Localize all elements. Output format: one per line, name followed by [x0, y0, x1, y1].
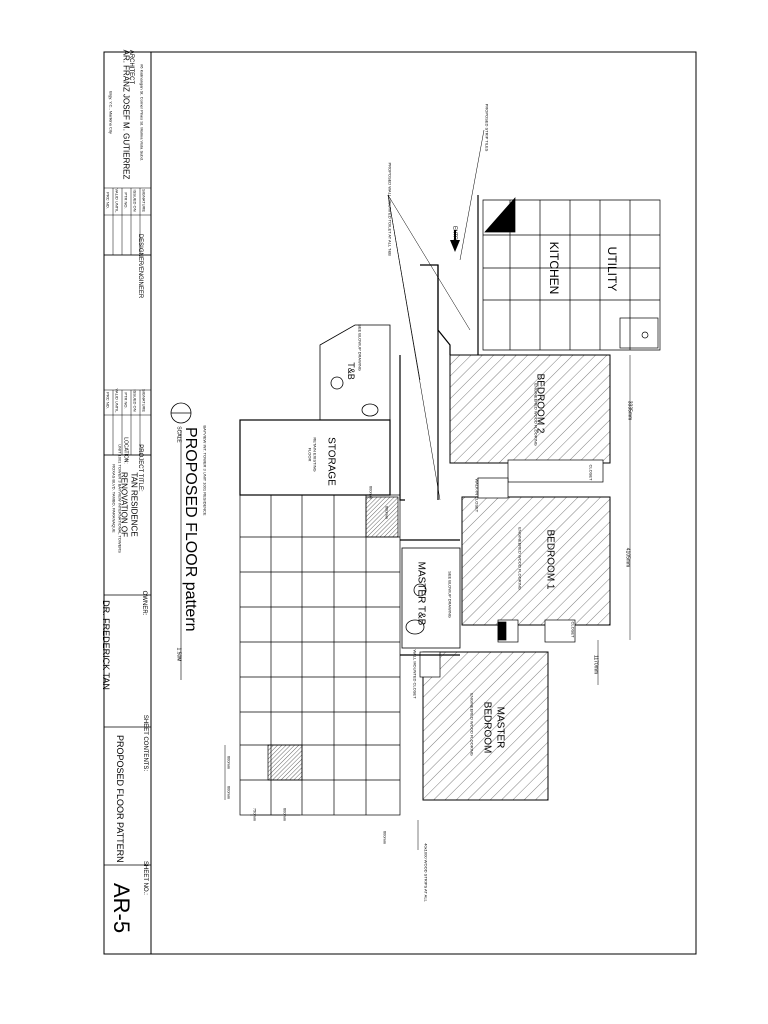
architect-name: AR. FRANZ JOSEF M. GUTIERREZ	[121, 49, 131, 180]
scale-label: SCALE	[175, 426, 182, 443]
storage-flooring-1: RETAIN EXISTING	[312, 437, 318, 472]
location-label: LOCATION:	[122, 437, 129, 464]
issued-on-label-1: ISSUED ON	[132, 189, 138, 212]
sheet-contents-label: SHEET CONTENTS:	[142, 714, 148, 772]
architect-address-2: Brgy. Y.C., Marikina City	[108, 91, 114, 134]
note-wall-toilet: PROPOSED WALL-MOUNTED TOILET AT ALL T&B	[387, 162, 393, 256]
bedroom-2-flooring: ENGINEERED WOOD FLOORING	[533, 383, 539, 446]
tb-label: T&B	[346, 362, 356, 380]
storage-flooring-2: FLOOR	[307, 447, 313, 462]
sheet-border	[103, 51, 697, 955]
walkin-closet-label: WALK-IN CLOSET	[474, 478, 480, 513]
sheet-no: AR-5	[109, 882, 134, 934]
master-bedroom-floor	[422, 651, 549, 801]
entry-arrow	[450, 240, 460, 252]
owner-name: DR. FREDERICK TAN	[101, 600, 111, 690]
valid-until-label-1: VALID UNTIL	[114, 188, 120, 213]
closet-label-1: CLOSET	[588, 464, 594, 481]
note-strip-tiles: PROPOSED STRIP TILES	[484, 103, 490, 152]
master-tb-note: SEE BLOWUP DRAWING	[447, 571, 453, 618]
drawing-subtitle: BAYVIEW INT. TOWER 3 UNIT 1001 RESIDENCE	[202, 425, 208, 516]
sheet-no-label: SHEET NO.:	[142, 861, 148, 895]
prc-no-label-1: PRC NO.	[105, 192, 111, 209]
leader-lines	[387, 129, 485, 850]
dim-600-d: 600mm	[226, 785, 232, 800]
wall-mounted-closet-label: WALL MOUNTED CLOSET	[412, 649, 418, 699]
bedroom-1-floor	[461, 496, 611, 626]
scale-value: 1:50M	[175, 647, 182, 662]
prc-table-engineer	[103, 389, 152, 456]
signature-label-1: SIGNATURE	[141, 188, 147, 213]
owner-label: OWNER:	[141, 590, 147, 616]
prc-table-architect	[103, 187, 152, 256]
dim-750: 750mm	[252, 807, 258, 822]
dimension-lines	[224, 355, 631, 816]
project-title-2: TAN RESIDENCE	[129, 472, 139, 537]
dim-1170: 1170mm	[592, 654, 599, 675]
sheet-contents: PROPOSED FLOOR PATTERN	[115, 735, 125, 863]
engineer-label: DESIGNER/ENGINEER	[137, 233, 143, 299]
dim-600-f: 600mm	[382, 830, 388, 845]
storage-label: STORAGE	[325, 437, 337, 486]
closets	[419, 459, 604, 678]
master-tb-room	[401, 547, 461, 649]
living-tiles	[239, 494, 401, 816]
closet-label-2: CLOSET	[570, 621, 576, 638]
master-bedroom-label: BEDROOM	[481, 701, 493, 754]
master-tb-label: MASTER T&B	[415, 561, 427, 626]
entry-label: ENTRY	[451, 226, 458, 243]
utility-label: UTILITY	[605, 246, 619, 292]
location-1: UNIT 1001 TOWER 3 BAYVIEW INTERNATIONAL …	[117, 444, 123, 553]
note-wood-strips: 40x1000 WOOD STRIPS AT ALL	[423, 843, 429, 902]
location-2: ROXAS BLVD. TAMBO, PARANAQUE	[111, 464, 117, 533]
drawing-title: PROPOSED FLOOR pattern	[182, 427, 199, 632]
architect-address-1: #6 Kalinangan St. Corner Pines St. Marin…	[139, 64, 145, 161]
master-label: MASTER	[494, 706, 506, 749]
prc-no-label-2: PRC NO.	[105, 392, 111, 409]
valid-until-label-2: VALID UNTIL	[114, 388, 120, 413]
issued-on-label-2: ISSUED ON	[132, 389, 138, 412]
bedroom-2-floor	[449, 354, 611, 464]
kitchen-label: KITCHEN	[547, 241, 561, 295]
dim-3335: 3335mm	[626, 400, 633, 421]
kitchen-area	[482, 197, 661, 351]
bedroom-1-label: BEDROOM 1	[544, 529, 556, 590]
tb-note: SEE BLOWUP DRAWING	[357, 324, 363, 371]
ptr-no-label-2: PTR NO.	[123, 392, 129, 409]
bedroom-1-flooring: ENGINEERED WOOD FLOORING	[517, 527, 523, 590]
dim-600-e: 600mm	[282, 807, 288, 822]
dim-600-b: 600mm	[384, 505, 390, 520]
signature-label-2: SIGNATURE	[141, 388, 147, 413]
tb-room	[319, 324, 391, 421]
dim-600-c: 600mm	[226, 755, 232, 770]
dim-600-a: 600mm	[368, 485, 374, 500]
master-bedroom-flooring: ENGINEERED WOOD FLOORING	[469, 693, 475, 756]
ptr-no-label-1: PTR NO.	[123, 192, 129, 209]
dim-4105: 4105mm	[624, 547, 631, 568]
